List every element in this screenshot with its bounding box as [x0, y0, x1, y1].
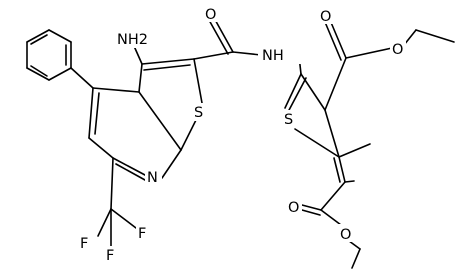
label-bg [390, 40, 406, 58]
ester1-ether-oxygen-label: O [392, 42, 403, 58]
bond [351, 248, 361, 269]
bond [161, 149, 182, 179]
ester2-carbonyl-oxygen-label: O [288, 200, 299, 216]
bond [301, 204, 322, 211]
label-bg [78, 234, 92, 252]
bond [48, 67, 72, 81]
label-bg [338, 224, 354, 242]
bond [301, 209, 321, 216]
label-bg [192, 103, 208, 121]
bond [133, 45, 143, 65]
pyridine-nitrogen-label: N [147, 170, 158, 186]
bond [333, 157, 341, 183]
bond [338, 156, 346, 183]
fluorine-label: F [106, 248, 114, 264]
bond [138, 63, 143, 93]
bond [193, 51, 234, 60]
bond [180, 119, 197, 151]
bond [284, 73, 302, 109]
ester2-ether-oxygen-label: O [340, 227, 351, 243]
bond [30, 65, 48, 77]
bond [338, 143, 371, 158]
ester1-carbonyl-oxygen-label: O [320, 9, 331, 25]
bond [110, 208, 137, 229]
label-bg [145, 168, 162, 186]
bond [287, 77, 307, 113]
bond [415, 29, 455, 43]
thiophene-sulfur-left-label: S [194, 105, 203, 121]
bond [138, 91, 182, 151]
bond [97, 208, 112, 237]
thiophene-sulfur-right-label: S [284, 112, 293, 128]
amide-nh-label: NH [262, 48, 284, 64]
bond [141, 58, 195, 65]
bond [294, 128, 340, 158]
bond [26, 67, 50, 81]
amino-label: NH2 [117, 32, 148, 48]
bond [110, 157, 114, 210]
label-bg [286, 197, 302, 215]
bond [115, 163, 146, 181]
bond [208, 19, 229, 55]
bond [329, 19, 347, 59]
label-bg [136, 224, 150, 242]
atom-labels: NH2 O NH O O O O S S N F F F [78, 4, 406, 264]
bond [324, 109, 340, 158]
bond [94, 92, 100, 135]
label-bg [318, 6, 334, 24]
bond [26, 29, 50, 43]
carbonyl-oxygen-label: O [205, 7, 216, 23]
bond [324, 57, 347, 111]
bond [344, 180, 355, 183]
bond [112, 157, 146, 176]
label-bg [282, 110, 298, 128]
bond [345, 47, 393, 59]
label-bg [258, 46, 302, 64]
bond [48, 29, 72, 43]
fluorine-label: F [138, 226, 146, 242]
label-bg [203, 4, 219, 22]
bond [232, 51, 262, 56]
bond [193, 58, 203, 104]
label-bg [116, 30, 146, 48]
fluorine-label: F [80, 236, 88, 252]
label-bg [104, 246, 118, 264]
bond [324, 21, 342, 61]
bonds [26, 15, 455, 269]
bond [88, 137, 114, 159]
bond [88, 87, 94, 139]
bond [143, 64, 191, 71]
bond [70, 67, 94, 89]
bond [320, 181, 346, 211]
bond [30, 34, 48, 45]
bond [92, 87, 140, 93]
